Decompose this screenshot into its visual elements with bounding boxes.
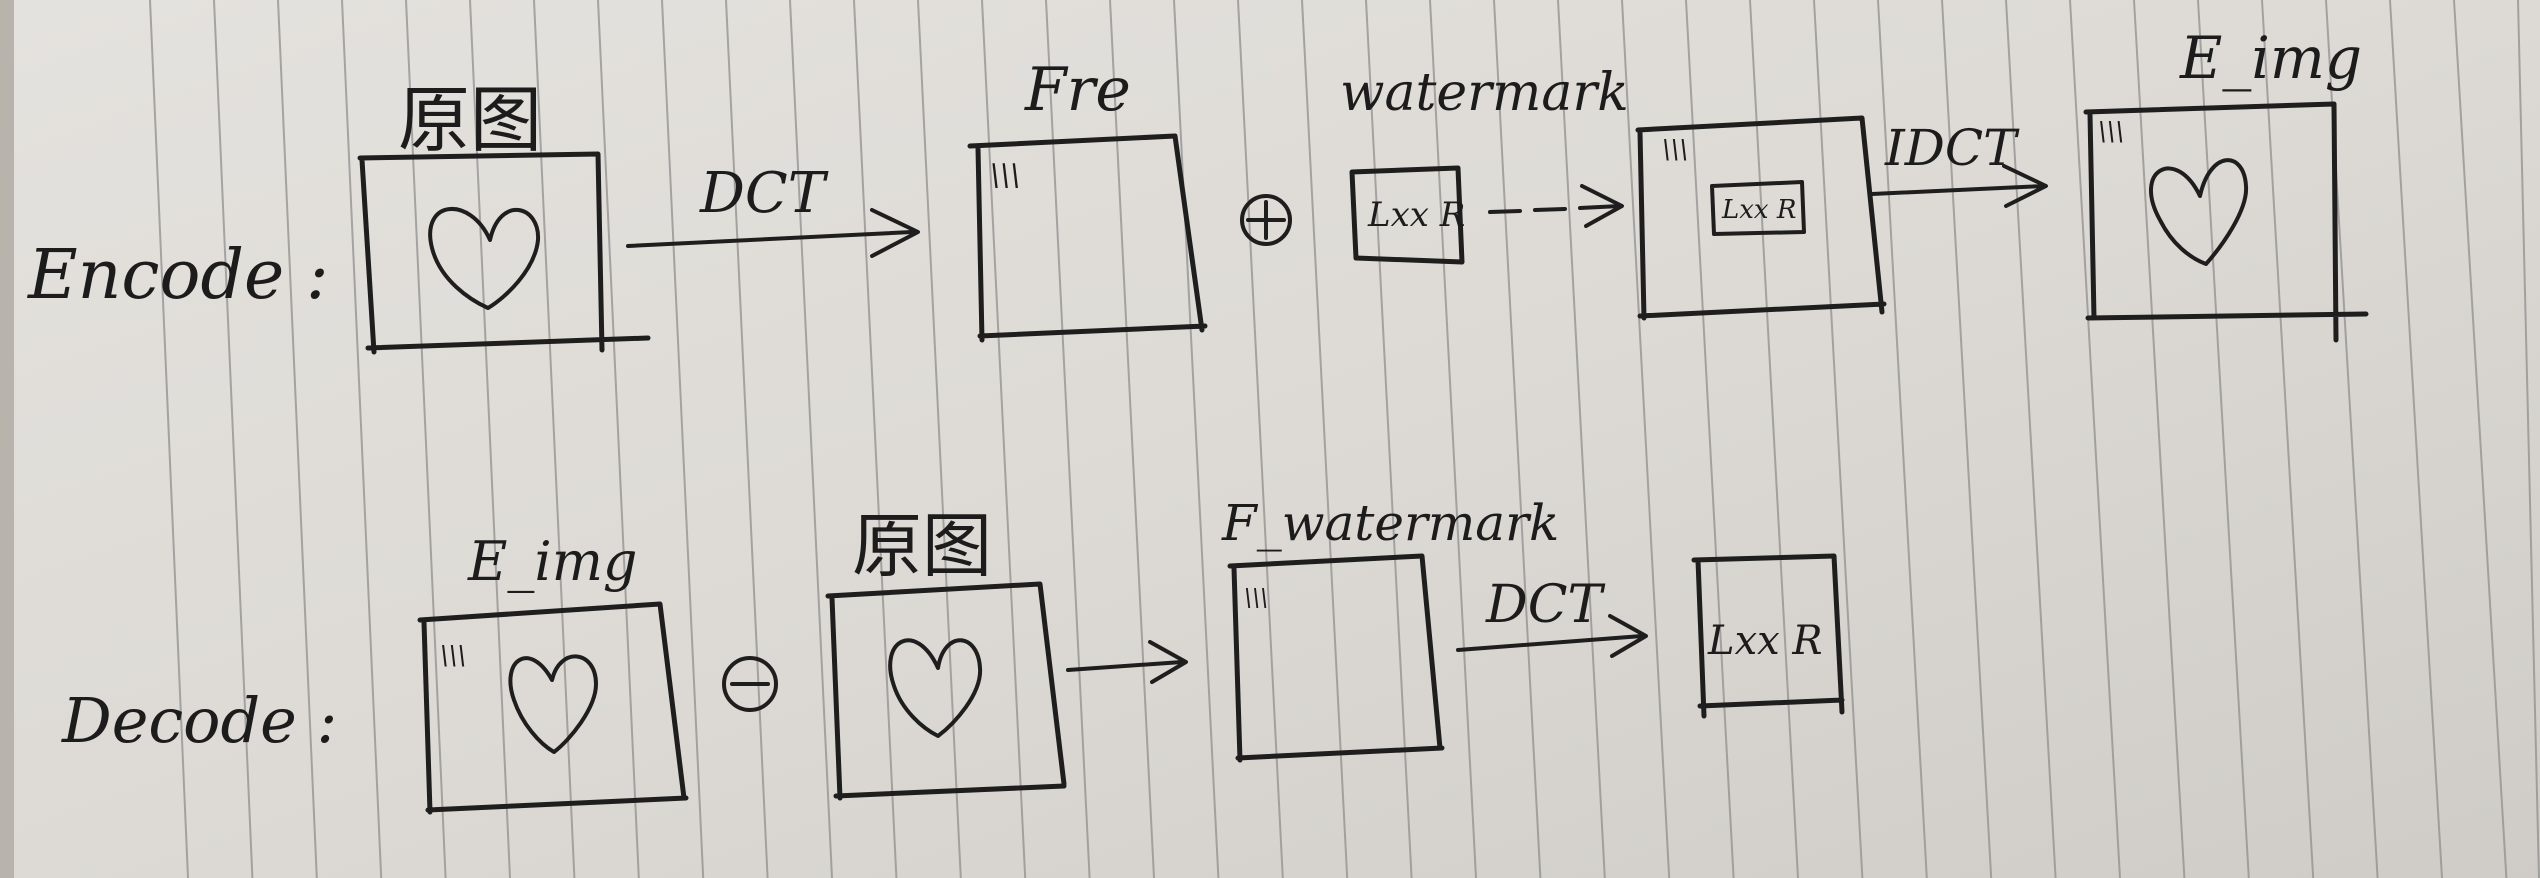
encode-output-inner-mark: \\\	[2098, 117, 2124, 147]
ruled-line	[213, 0, 254, 878]
decode-result-frame	[1691, 553, 1845, 719]
encode-plus-cross	[1246, 200, 1286, 240]
ruled-line	[2133, 0, 2186, 878]
decode-f-watermark-inner-mark: \\\	[1244, 584, 1268, 612]
ruled-line	[917, 0, 962, 878]
ruled-line	[533, 0, 576, 878]
encode-combined-frame	[1635, 115, 1887, 321]
ruled-line	[1557, 0, 1606, 878]
encode-idct-arrow	[1870, 164, 2048, 208]
encode-embed-arrow	[1488, 184, 1624, 228]
encode-plus-circle	[1240, 194, 1292, 246]
encode-output-label: E_img	[2179, 24, 2362, 92]
ruled-line	[1365, 0, 1413, 878]
decode-original-label: 原图	[852, 505, 992, 587]
ruled-line	[1429, 0, 1477, 878]
encode-original-heart	[428, 206, 541, 310]
ruled-line	[1877, 0, 1928, 878]
ruled-line	[661, 0, 705, 878]
ruled-line	[1941, 0, 1993, 878]
encode-watermark-label: watermark	[1340, 63, 1629, 123]
ruled-line	[2389, 0, 2443, 878]
ruled-line	[1813, 0, 1864, 878]
ruled-line	[405, 0, 447, 878]
ruled-line	[1749, 0, 1799, 878]
ruled-line	[2197, 0, 2250, 878]
decode-row-label: Decode :	[61, 684, 337, 757]
ruled-line	[277, 0, 318, 878]
decode-encoded-heart	[508, 654, 598, 754]
ruled-line	[2005, 0, 2057, 878]
encode-idct-label: IDCT	[1884, 119, 2020, 177]
encode-freq-frame	[967, 133, 1208, 343]
ruled-line	[2453, 0, 2508, 878]
ruled-line	[853, 0, 898, 878]
decode-encoded-label: E_img	[467, 530, 637, 593]
ruled-line	[1173, 0, 1220, 878]
decode-subtract-arrow	[1066, 640, 1188, 684]
ruled-line	[1493, 0, 1542, 878]
encode-watermark-frame	[1349, 165, 1465, 265]
ruled-line	[1045, 0, 1091, 878]
decode-dct-arrow	[1456, 614, 1648, 658]
decode-result-glyph: Lxx R	[1707, 618, 1823, 664]
encode-dct-label: DCT	[699, 161, 829, 226]
ruled-line	[789, 0, 833, 878]
decode-original-frame	[825, 581, 1067, 801]
ruled-line	[2517, 0, 2540, 878]
decode-f-watermark-label: F_watermark	[1221, 494, 1559, 552]
encode-row: Encode : 原图 DCT Fre \\\ ⊕ watermark Lxx …	[26, 24, 2369, 355]
decode-minus-circle	[722, 656, 778, 712]
ruled-line	[2069, 0, 2121, 878]
ruled-line	[469, 0, 511, 878]
ruled-lines	[149, 0, 2540, 878]
encode-combined-inner-mark: \\\	[1662, 135, 1688, 165]
encode-output-heart	[2148, 158, 2249, 266]
ruled-line	[2261, 0, 2315, 878]
ruled-line	[341, 0, 383, 878]
ruled-line	[1301, 0, 1349, 878]
ruled-line	[1621, 0, 1671, 878]
encode-dct-arrow	[626, 208, 920, 258]
decode-f-watermark-frame	[1227, 553, 1445, 763]
encode-original-frame	[357, 151, 651, 355]
encode-output-frame	[2083, 101, 2369, 343]
ruled-line	[1237, 0, 1284, 878]
decode-encoded-frame	[417, 601, 689, 815]
decode-original-heart	[888, 638, 983, 738]
encode-original-label: 原图	[398, 78, 542, 162]
encode-freq-inner-mark: \\\	[990, 158, 1020, 193]
decode-row: Decode : E_img \\\ ⊖ 原图 F_watermark \\\ …	[61, 494, 1845, 815]
paper-edge	[0, 0, 14, 878]
ruled-line	[1685, 0, 1735, 878]
encode-freq-label: Fre	[1024, 55, 1131, 125]
encode-row-label: Encode :	[26, 236, 329, 315]
encode-watermark-glyph: Lxx R	[1367, 195, 1465, 235]
ruled-line	[149, 0, 189, 878]
ruled-line	[597, 0, 640, 878]
encode-combined-watermark-frame	[1710, 180, 1806, 236]
ruled-line	[725, 0, 769, 878]
ruled-line	[1109, 0, 1155, 878]
decode-encoded-inner-mark: \\\	[440, 641, 466, 671]
encode-combined-watermark-glyph: Lxx R	[1721, 195, 1796, 225]
decode-dct-label: DCT	[1485, 575, 1605, 635]
